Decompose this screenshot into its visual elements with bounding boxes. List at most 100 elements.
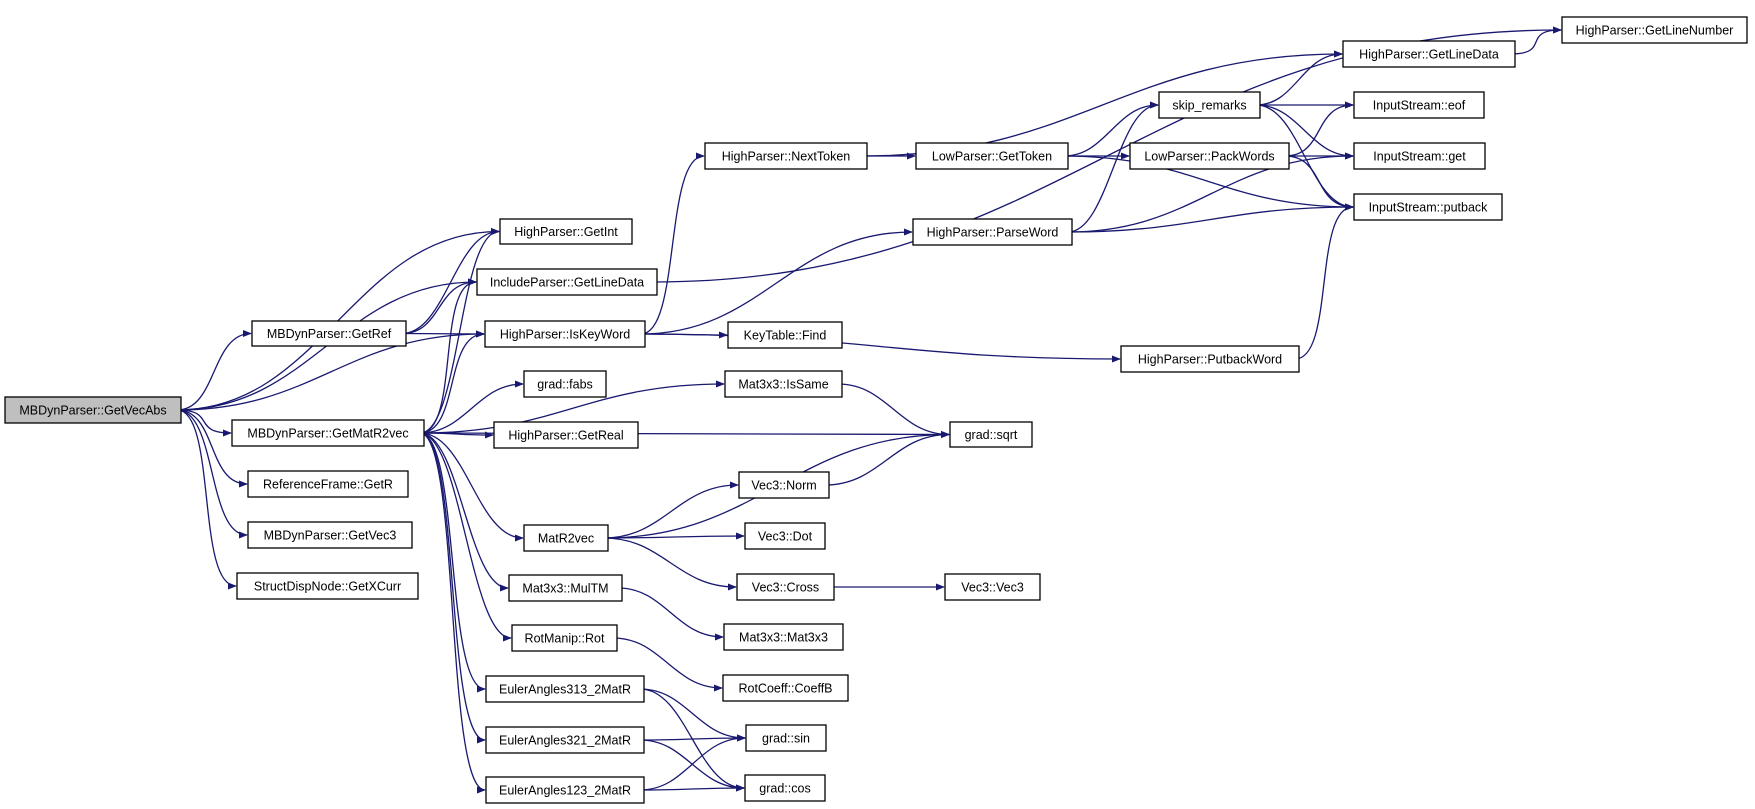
node-mbdynparser-getvecabs[interactable]: MBDynParser::GetVecAbs (4, 396, 182, 424)
node-mat3x3-issame[interactable]: Mat3x3::IsSame (724, 370, 843, 398)
edge-highparser-iskeyword-to-highparser-putbackword (640, 333, 1121, 363)
node-label: LowParser::PackWords (1144, 150, 1274, 164)
node-highparser-getint[interactable]: HighParser::GetInt (499, 218, 633, 245)
node-label: grad::fabs (537, 378, 593, 392)
node-label: EulerAngles313_2MatR (499, 683, 631, 697)
node-label: HighParser::GetLineNumber (1576, 24, 1734, 38)
node-vec3-vec3[interactable]: Vec3::Vec3 (944, 573, 1041, 601)
node-includeparser-getlinedata[interactable]: IncludeParser::GetLineData (476, 268, 658, 296)
node-box (247, 470, 409, 498)
node-box (485, 776, 645, 804)
node-inputstream-putback[interactable]: InputStream::putback (1353, 193, 1503, 221)
node-label: InputStream::putback (1369, 201, 1489, 215)
edge-layer (176, 26, 1562, 794)
node-highparser-getreal[interactable]: HighParser::GetReal (493, 421, 639, 449)
node-grad-sin[interactable]: grad::sin (745, 724, 827, 752)
node-label: Mat3x3::Mat3x3 (739, 631, 828, 645)
node-label: grad::cos (759, 782, 810, 796)
node-box (493, 421, 639, 449)
node-mat3x3-mat3x3[interactable]: Mat3x3::Mat3x3 (723, 623, 844, 651)
node-label: skip_remarks (1172, 99, 1246, 113)
node-vec3-norm[interactable]: Vec3::Norm (738, 471, 830, 499)
node-label: MBDynParser::GetVec3 (264, 529, 397, 543)
edge-mbdynparser-getmatr2vec-to-mat3x3-issame (419, 380, 725, 434)
edge-mbdynparser-getmatr2vec-to-includeparser-getlinedata (419, 278, 477, 434)
node-box (1120, 345, 1300, 373)
node-box (484, 320, 646, 348)
node-label: EulerAngles123_2MatR (499, 784, 631, 798)
edge-mbdynparser-getvecabs-to-referenceframe-getr (176, 409, 248, 488)
node-vec3-dot[interactable]: Vec3::Dot (744, 522, 826, 550)
node-mbdynparser-getvec3[interactable]: MBDynParser::GetVec3 (247, 521, 413, 549)
node-label: HighParser::GetLineData (1359, 48, 1499, 62)
node-rotcoeff-coeffb[interactable]: RotCoeff::CoeffB (722, 674, 849, 702)
node-box (704, 142, 868, 170)
node-vec3-cross[interactable]: Vec3::Cross (736, 573, 835, 601)
edge-mbdynparser-getvecabs-to-structdispnode-getxcurr (176, 409, 237, 590)
node-box (508, 574, 623, 602)
node-keytable-find[interactable]: KeyTable::Find (727, 321, 843, 349)
node-eulerangles321-2matr[interactable]: EulerAngles321_2MatR (485, 726, 645, 754)
node-label: HighParser::GetInt (514, 225, 618, 239)
node-label: Vec3::Norm (751, 479, 816, 493)
node-eulerangles123-2matr[interactable]: EulerAngles123_2MatR (485, 776, 645, 804)
edge-eulerangles313-2matr-to-grad-sin (639, 688, 746, 742)
edge-eulerangles123-2matr-to-grad-sin (639, 734, 746, 791)
node-mat3x3-multm[interactable]: Mat3x3::MulTM (508, 574, 623, 602)
node-label: IncludeParser::GetLineData (490, 276, 644, 290)
node-highparser-iskeyword[interactable]: HighParser::IsKeyWord (484, 320, 646, 348)
node-box (722, 674, 849, 702)
node-box (1342, 40, 1516, 68)
node-box (745, 724, 827, 752)
node-grad-fabs[interactable]: grad::fabs (523, 370, 607, 398)
node-label: EulerAngles321_2MatR (499, 734, 631, 748)
node-highparser-getlinenumber[interactable]: HighParser::GetLineNumber (1561, 16, 1748, 44)
edge-highparser-getlinedata-to-highparser-getlinenumber (1510, 26, 1562, 55)
node-box (912, 218, 1073, 246)
node-skip-remarks[interactable]: skip_remarks (1158, 91, 1261, 119)
node-label: HighParser::GetReal (508, 429, 623, 443)
edge-mbdynparser-getmatr2vec-to-eulerangles123-2matr (419, 432, 486, 794)
edge-mbdynparser-getmatr2vec-to-highparser-iskeyword (419, 330, 485, 434)
node-highparser-nexttoken[interactable]: HighParser::NextToken (704, 142, 868, 170)
node-box (1129, 142, 1290, 170)
node-box (251, 320, 407, 347)
node-mbdynparser-getmatr2vec[interactable]: MBDynParser::GetMatR2vec (231, 419, 425, 447)
edge-highparser-iskeyword-to-highparser-parseword (640, 228, 913, 335)
node-box (736, 573, 835, 601)
node-rotmanip-rot[interactable]: RotManip::Rot (511, 624, 618, 652)
node-label: MBDynParser::GetVecAbs (19, 404, 166, 418)
node-inputstream-eof[interactable]: InputStream::eof (1353, 91, 1485, 119)
node-box (523, 524, 609, 552)
node-matr2vec[interactable]: MatR2vec (523, 524, 609, 552)
node-box (1158, 91, 1261, 119)
node-layer: MBDynParser::GetVecAbs HighParser::GetInt… (4, 16, 1748, 804)
node-highparser-putbackword[interactable]: HighParser::PutbackWord (1120, 345, 1300, 373)
node-label: Vec3::Cross (752, 581, 819, 595)
node-box (944, 573, 1041, 601)
node-grad-sqrt[interactable]: grad::sqrt (949, 421, 1033, 448)
node-mbdynparser-getref[interactable]: MBDynParser::GetRef (251, 320, 407, 347)
node-structdispnode-getxcurr[interactable]: StructDispNode::GetXCurr (236, 572, 419, 600)
node-box (949, 421, 1033, 448)
node-box (738, 471, 830, 499)
node-box (511, 624, 618, 652)
node-inputstream-get[interactable]: InputStream::get (1353, 142, 1486, 170)
edge-mbdynparser-getref-to-includeparser-getlinedata (401, 278, 477, 335)
node-eulerangles313-2matr[interactable]: EulerAngles313_2MatR (485, 675, 645, 703)
edge-mbdynparser-getmatr2vec-to-grad-fabs (419, 380, 524, 434)
node-grad-cos[interactable]: grad::cos (744, 774, 826, 802)
node-label: StructDispNode::GetXCurr (254, 580, 401, 594)
node-label: Vec3::Vec3 (961, 581, 1024, 595)
node-label: Vec3::Dot (758, 530, 813, 544)
edge-lowparser-gettoken-to-inputstream-putback (1063, 155, 1354, 211)
node-box (1353, 91, 1485, 119)
node-highparser-parseword[interactable]: HighParser::ParseWord (912, 218, 1073, 246)
edge-mat3x3-issame-to-grad-sqrt (837, 383, 950, 439)
edge-eulerangles123-2matr-to-grad-cos (639, 784, 745, 792)
node-lowparser-gettoken[interactable]: LowParser::GetToken (915, 142, 1069, 170)
node-box (4, 396, 182, 424)
node-referenceframe-getr[interactable]: ReferenceFrame::GetR (247, 470, 409, 498)
node-highparser-getlinedata[interactable]: HighParser::GetLineData (1342, 40, 1516, 68)
node-lowparser-packwords[interactable]: LowParser::PackWords (1129, 142, 1290, 170)
